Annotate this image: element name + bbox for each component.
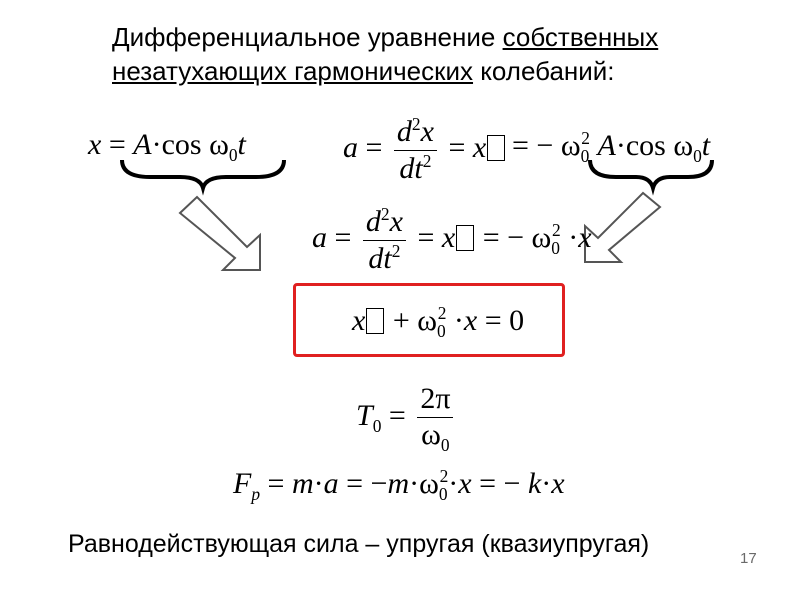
title-text-4: колебаний: [473,56,615,86]
equation-period: T0 = 2π ω0 [356,382,457,455]
equation-acceleration-result: = − ω02 A·cos ω0t [512,128,711,166]
fraction-2pi-omega: 2π ω0 [417,382,454,455]
right-brace-icon [588,159,714,196]
conclusion-text: Равнодействующая сила – упругая (квазиуп… [68,530,650,558]
placeholder-glyph-icon [366,308,385,335]
title-text-1: Дифференциальное уравнение [112,22,503,52]
placeholder-glyph-icon [487,135,506,161]
equation-acceleration-combined: a = d2x dt2 = x = − ω02 ·x [312,204,592,276]
fraction-d2x-dt2: d2x dt2 [393,114,437,186]
equation-displacement: x = A·cos ω0t [88,128,246,165]
equation-restoring-force: Fp = m·a = −m·ω02·x = − k·x [233,466,565,504]
placeholder-glyph-icon [456,225,475,251]
title-text-2-underlined: собственных [502,22,659,52]
equation-acceleration-definition: a = d2x dt2 = x [343,114,506,186]
highlighted-equation-box [293,283,565,357]
arrow-down-left-icon [584,191,662,263]
title-text-3-underlined: незатухающих гармонических [112,56,474,86]
left-brace-icon [120,159,286,196]
equation-harmonic-oscillator: x + ω02 ·x = 0 [352,303,525,341]
page-number: 17 [740,550,757,567]
arrow-down-right-icon [178,195,261,271]
fraction-d2x-dt2-combined: d2x dt2 [362,204,406,276]
slide-title: Дифференциальное уравнение собственных н… [112,20,752,88]
